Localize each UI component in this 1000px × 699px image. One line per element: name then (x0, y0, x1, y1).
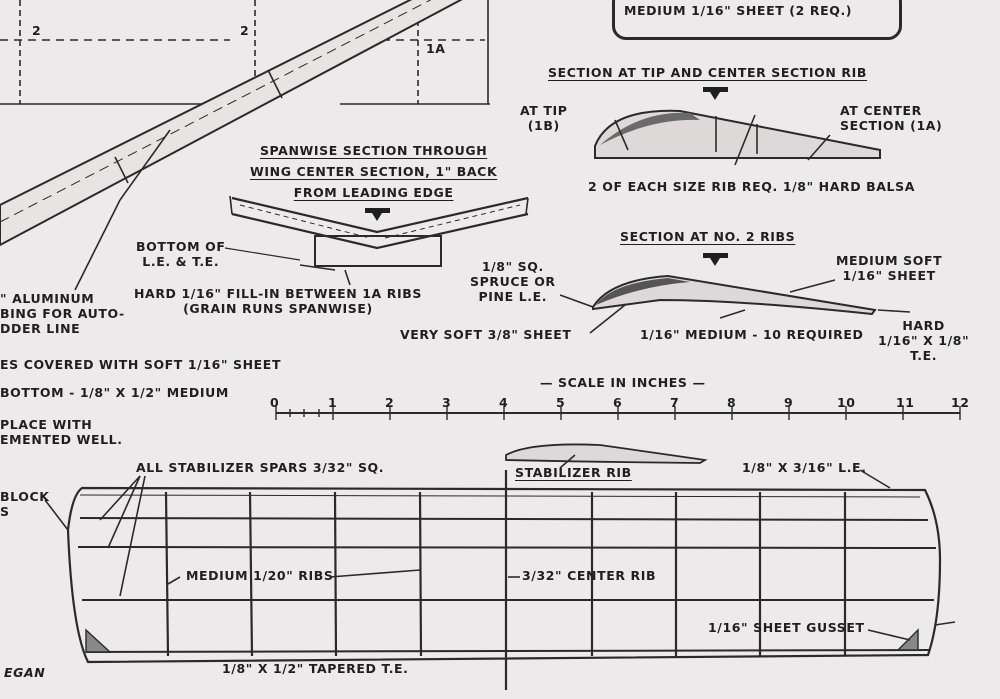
no2-rib-shape (592, 274, 877, 316)
scale-tick-3: 3 (442, 395, 452, 410)
bottom-of-label: BOTTOM OF L.E. & T.E. (136, 239, 226, 269)
stab-rib-label: STABILIZER RIB (515, 465, 632, 480)
covered-note: ES COVERED WITH SOFT 1/16" SHEET (0, 357, 282, 372)
scale-tick-7: 7 (670, 395, 680, 410)
scale-tick-2: 2 (385, 395, 395, 410)
stab-spars-label: ALL STABILIZER SPARS 3/32" SQ. (136, 460, 385, 475)
bottom-medium-note: BOTTOM - 1/8" X 1/2" MEDIUM (0, 385, 229, 400)
stab-outline (66, 486, 942, 664)
scale-tick-9: 9 (784, 395, 794, 410)
tip-rib-note: 2 OF EACH SIZE RIB REQ. 1/8" HARD BALSA (588, 179, 915, 194)
gusset-label: 1/16" SHEET GUSSET (708, 620, 865, 635)
scale-tick-5: 5 (556, 395, 566, 410)
signature-egan: EGAN (4, 665, 46, 680)
spruce-label: 1/8" SQ. SPRUCE OR PINE L.E. (470, 259, 556, 304)
scale-tick-11: 11 (896, 395, 915, 410)
scale-tick-1: 1 (328, 395, 338, 410)
scale-title: — SCALE IN INCHES — (540, 375, 706, 390)
arrow-spanwise (365, 208, 390, 221)
at-center-label: AT CENTER SECTION (1A) (840, 103, 943, 133)
spanwise-title: SPANWISE SECTION THROUGH WING CENTER SEC… (250, 143, 498, 200)
at-tip-label: AT TIP (1B) (520, 103, 568, 133)
rib-number-1a: 1A (426, 41, 446, 56)
scale-tick-6: 6 (613, 395, 623, 410)
hard-te-label: HARD 1/16" X 1/8" T.E. (878, 318, 970, 363)
fillin-label: HARD 1/16" FILL-IN BETWEEN 1A RIBS (GRAI… (134, 286, 422, 316)
aluminum-label: " ALUMINUM BING FOR AUTO- DDER LINE (0, 291, 125, 336)
arrow-tip-section (703, 87, 728, 100)
very-soft-label: VERY SOFT 3/8" SHEET (400, 327, 572, 342)
stab-te-label: 1/8" X 1/2" TAPERED T.E. (222, 661, 409, 676)
scale-tick-4: 4 (499, 395, 509, 410)
stab-le-label: 1/8" X 3/16" L.E. (742, 460, 867, 475)
arrow-no2 (703, 253, 728, 266)
center-rib-label: 3/32" CENTER RIB (522, 568, 657, 583)
rib-number-2b: 2 (240, 23, 250, 38)
ribs-medium-label: MEDIUM 1/20" RIBS (186, 568, 334, 583)
medium-10-label: 1/16" MEDIUM - 10 REQUIRED (640, 327, 864, 342)
place-with-note: PLACE WITH EMENTED WELL. (0, 417, 123, 447)
scale-tick-10: 10 (837, 395, 856, 410)
stab-rib-shape (505, 443, 708, 464)
scale-tick-0: 0 (270, 395, 280, 410)
diagonal-spar (0, 0, 463, 247)
tip-section-title: SECTION AT TIP AND CENTER SECTION RIB (548, 65, 868, 80)
sheet-note: MEDIUM 1/16" SHEET (2 REQ.) (624, 3, 853, 18)
sheet-callout-box (612, 0, 902, 40)
scale-tick-8: 8 (727, 395, 737, 410)
medium-soft-label: MEDIUM SOFT 1/16" SHEET (836, 253, 943, 283)
block-label: BLOCK S (0, 489, 50, 519)
tip-rib-shape (594, 109, 881, 159)
scale-tick-12: 12 (951, 395, 970, 410)
rib-number-2a: 2 (32, 23, 42, 38)
no2-section-title: SECTION AT NO. 2 RIBS (620, 229, 796, 244)
